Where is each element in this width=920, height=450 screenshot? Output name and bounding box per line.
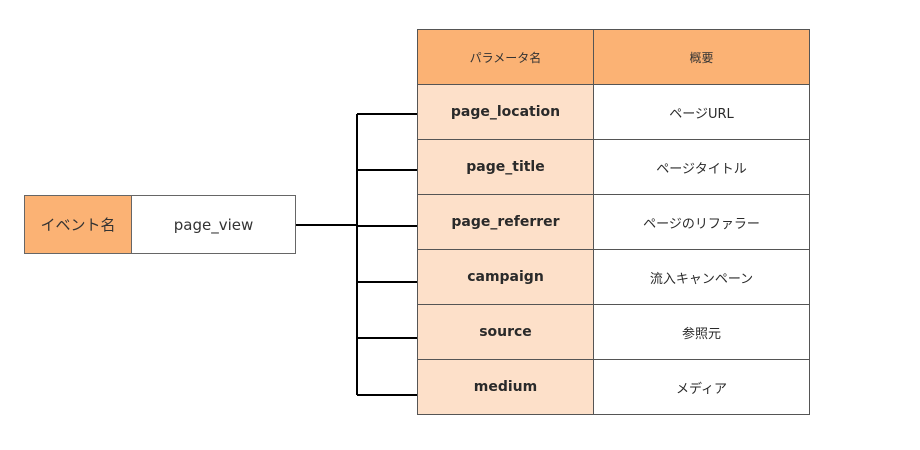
param-desc-cell: ページURL bbox=[593, 84, 810, 140]
header-parameter-name: パラメータ名 bbox=[417, 29, 594, 85]
param-desc-cell: 流入キャンペーン bbox=[593, 249, 810, 305]
event-box: イベント名 page_view bbox=[24, 195, 296, 254]
table-header-row: パラメータ名 概要 bbox=[417, 29, 810, 85]
param-name-cell: page_location bbox=[417, 84, 594, 140]
table-row: page_referrer ページのリファラー bbox=[417, 194, 810, 250]
param-name-cell: page_referrer bbox=[417, 194, 594, 250]
event-name-value: page_view bbox=[173, 215, 254, 234]
param-desc-cell: 参照元 bbox=[593, 304, 810, 360]
event-name-label: イベント名 bbox=[25, 196, 132, 253]
table-row: medium メディア bbox=[417, 359, 810, 415]
param-desc-cell: ページタイトル bbox=[593, 139, 810, 195]
parameter-table: パラメータ名 概要 page_location ページURL page_titl… bbox=[417, 29, 810, 415]
param-name-cell: medium bbox=[417, 359, 594, 415]
param-desc-cell: ページのリファラー bbox=[593, 194, 810, 250]
table-row: page_location ページURL bbox=[417, 84, 810, 140]
param-desc-cell: メディア bbox=[593, 359, 810, 415]
param-name-cell: page_title bbox=[417, 139, 594, 195]
param-name-cell: campaign bbox=[417, 249, 594, 305]
table-row: campaign 流入キャンペーン bbox=[417, 249, 810, 305]
param-name-cell: source bbox=[417, 304, 594, 360]
table-row: page_title ページタイトル bbox=[417, 139, 810, 195]
header-description: 概要 bbox=[593, 29, 810, 85]
table-row: source 参照元 bbox=[417, 304, 810, 360]
